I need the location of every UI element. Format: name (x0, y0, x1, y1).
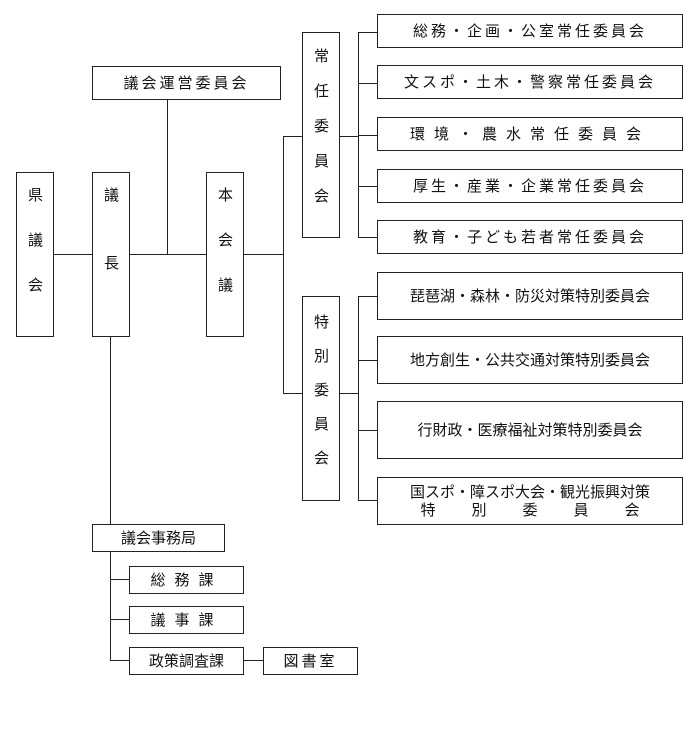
connector-standing-4 (358, 186, 378, 188)
connector-special-2 (358, 360, 378, 362)
special-committee-item: 国スポ・障スポ大会・観光振興対策 特別委員会 (377, 477, 683, 525)
section-label: 議事課 (150, 611, 223, 629)
special-committee-item-label: 行財政・医療福祉対策特別委員会 (417, 421, 643, 439)
library-label: 図書室 (283, 652, 338, 670)
prefectural-assembly-label: 県議会 (26, 187, 44, 322)
connector-section-1 (110, 579, 130, 581)
connector-steering-vertical (167, 99, 169, 255)
standing-committee-item: 教育・子ども若者常任委員会 (377, 220, 683, 254)
connector-standing-1 (358, 32, 378, 34)
secretariat-box: 議会事務局 (92, 524, 225, 552)
standing-committee-item-label: 環境・農水常任委員会 (409, 125, 650, 143)
section-box: 政策調査課 (129, 647, 244, 675)
plenary-session-label: 本会議 (216, 187, 234, 322)
standing-committee-item: 文スポ・土木・警察常任委員会 (377, 65, 683, 99)
steering-committee-label: 議会運営委員会 (123, 74, 250, 92)
connector-standing-3 (358, 135, 378, 137)
special-committee-item: 琵琶湖・森林・防災対策特別委員会 (377, 272, 683, 320)
library-box: 図書室 (263, 647, 358, 675)
plenary-session-box: 本会議 (206, 172, 244, 337)
connector-section-2 (110, 619, 130, 621)
connector-to-standing (283, 136, 302, 138)
chairman-label: 議長 (102, 186, 120, 323)
standing-committee-item: 厚生・産業・企業常任委員会 (377, 169, 683, 203)
connector-special-out (339, 393, 359, 395)
connector-secretariat-vertical (110, 551, 112, 661)
special-committee-item: 行財政・医療福祉対策特別委員会 (377, 401, 683, 459)
chairman-box: 議長 (92, 172, 130, 337)
standing-committee-item-label: 教育・子ども若者常任委員会 (412, 228, 647, 246)
standing-committee-box: 常任委員会 (302, 32, 340, 238)
secretariat-label: 議会事務局 (120, 529, 196, 547)
connector-to-special (283, 393, 302, 395)
standing-committee-item: 総務・企画・公室常任委員会 (377, 14, 683, 48)
connector-special-3 (358, 430, 378, 432)
special-committee-item-label: 地方創生・公共交通対策特別委員会 (409, 351, 650, 369)
connector-standing-5 (358, 237, 378, 239)
connector-section-3 (110, 660, 130, 662)
connector-standing-2 (358, 83, 378, 85)
connector-assembly-chairman (53, 254, 93, 256)
connector-special-4 (358, 500, 378, 502)
special-committee-label: 特別委員会 (312, 313, 330, 484)
special-committee-box: 特別委員会 (302, 296, 340, 501)
standing-committee-item-label: 厚生・産業・企業常任委員会 (412, 177, 647, 195)
steering-committee-box: 議会運営委員会 (92, 66, 281, 100)
connector-special-vertical (358, 296, 360, 501)
special-committee-item-label: 琵琶湖・森林・防災対策特別委員会 (409, 287, 650, 305)
section-box: 総務課 (129, 566, 244, 594)
special-committee-item: 地方創生・公共交通対策特別委員会 (377, 336, 683, 384)
connector-special-1 (358, 296, 378, 298)
connector-chairman-secretariat (110, 337, 112, 525)
section-label: 総務課 (150, 571, 223, 589)
section-box: 議事課 (129, 606, 244, 634)
connector-policy-library (243, 660, 264, 662)
standing-committee-item-label: 文スポ・土木・警察常任委員会 (403, 73, 656, 91)
standing-committee-label: 常任委員会 (312, 47, 330, 223)
prefectural-assembly-box: 県議会 (16, 172, 54, 337)
connector-standing-out (339, 136, 359, 138)
standing-committee-item-label: 総務・企画・公室常任委員会 (412, 22, 647, 40)
standing-committee-item: 環境・農水常任委員会 (377, 117, 683, 151)
section-label: 政策調査課 (148, 652, 224, 670)
special-committee-item-line1: 国スポ・障スポ大会・観光振興対策 (409, 483, 650, 501)
connector-plenary-branch (244, 254, 284, 256)
special-committee-item-line2: 特別委員会 (420, 501, 676, 519)
connector-branch-vertical (283, 136, 285, 394)
